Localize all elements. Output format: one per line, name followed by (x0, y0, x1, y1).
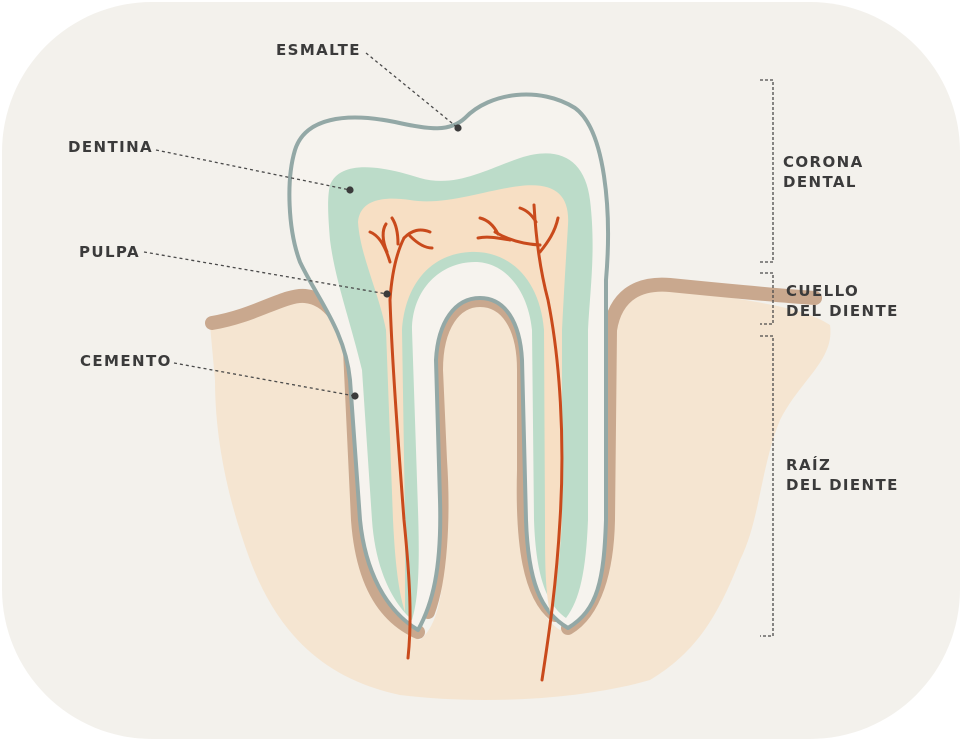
bracket-corona (760, 79, 774, 263)
label-corona-line1: CORONA (783, 153, 864, 171)
nerve-right (476, 203, 564, 682)
dot-cemento (351, 392, 359, 400)
label-dentina: DENTINA (68, 138, 154, 156)
bracket-cuello (760, 272, 774, 325)
label-esmalte: ESMALTE (276, 41, 361, 59)
label-raiz-line2: DEL DIENTE (786, 476, 899, 494)
region-brackets (760, 79, 774, 637)
label-cuello-line2: DEL DIENTE (786, 302, 899, 320)
pulp-chamber (358, 185, 569, 612)
label-raiz-diente: RAÍZ DEL DIENTE (786, 455, 899, 495)
label-raiz-line1: RAÍZ (786, 456, 832, 474)
nerve-left (368, 216, 434, 660)
leader-cemento (173, 362, 356, 397)
dot-dentina (346, 186, 354, 194)
bracket-raiz (760, 335, 774, 637)
label-pulpa: PULPA (79, 243, 140, 261)
dot-pulpa (383, 290, 391, 298)
leader-lines (143, 52, 459, 397)
label-cemento: CEMENTO (80, 352, 172, 370)
leader-pulpa (143, 251, 388, 295)
leader-dots (346, 124, 462, 400)
label-corona-dental: CORONA DENTAL (783, 152, 864, 192)
leader-esmalte (365, 52, 459, 129)
label-cuello-line1: CUELLO (786, 282, 860, 300)
label-cuello-diente: CUELLO DEL DIENTE (786, 281, 899, 321)
gum-tissue (210, 287, 831, 700)
dot-esmalte (454, 124, 462, 132)
label-corona-line2: DENTAL (783, 173, 857, 191)
